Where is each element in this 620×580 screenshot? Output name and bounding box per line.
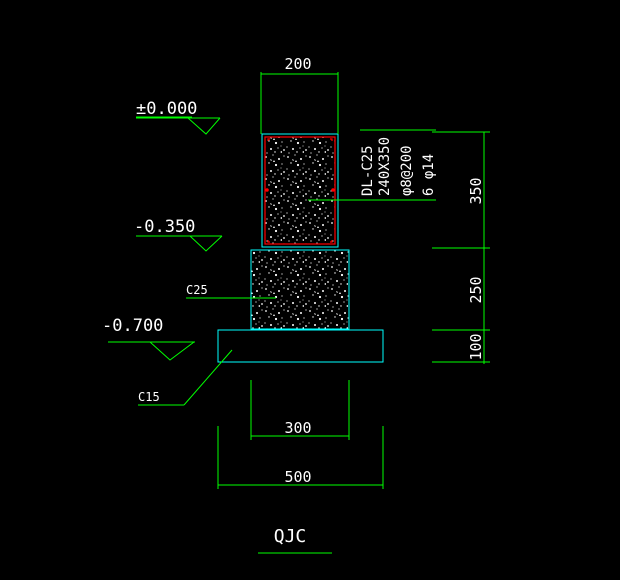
dim-base-height-value: 100 [467, 333, 485, 360]
beam-spec-line1: DL-C25 [360, 145, 376, 196]
base-material-label: C15 [138, 390, 160, 404]
dim-wall-width-value: 300 [284, 419, 311, 437]
drawing-title-text: QJC [274, 526, 307, 547]
dim-beam-height-value: 350 [467, 177, 485, 204]
level-marker-top: ±0.000 [136, 99, 221, 135]
dim-top-width: 200 [260, 55, 339, 134]
beam-spec-line3: φ8@200 [399, 145, 415, 196]
dim-wall-width: 300 [250, 380, 350, 440]
base-pad-outline [217, 329, 384, 363]
level-mid-text: -0.350 [134, 217, 195, 237]
level-top-text: ±0.000 [136, 99, 197, 119]
dim-top-width-value: 200 [284, 55, 311, 73]
drawing-title: QJC [258, 526, 332, 554]
dim-wall-height-value: 250 [467, 276, 485, 303]
level-marker-mid: -0.350 [134, 217, 223, 252]
wall-material-label: C25 [186, 283, 208, 297]
level-marker-bottom: -0.700 [102, 316, 195, 361]
rebar-corners [265, 138, 335, 243]
wall-material-leader: C25 [186, 283, 276, 299]
dim-base-width-value: 500 [284, 468, 311, 486]
beam-spec-line2: 240X350 [377, 137, 393, 196]
ground-beam-outline [261, 133, 339, 248]
level-bottom-text: -0.700 [102, 316, 163, 336]
dim-right-vertical: 350 250 100 [432, 131, 490, 364]
dim-base-width: 500 [217, 426, 384, 489]
base-material-leader: C15 [138, 349, 233, 406]
wall-concrete [251, 250, 349, 329]
beam-spec-line4: 6 φ14 [421, 154, 437, 196]
beam-stirrup [264, 136, 336, 245]
ground-beam-concrete [265, 137, 335, 244]
beam-spec-leader: DL-C25 240X350 φ8@200 6 φ14 [308, 129, 437, 201]
